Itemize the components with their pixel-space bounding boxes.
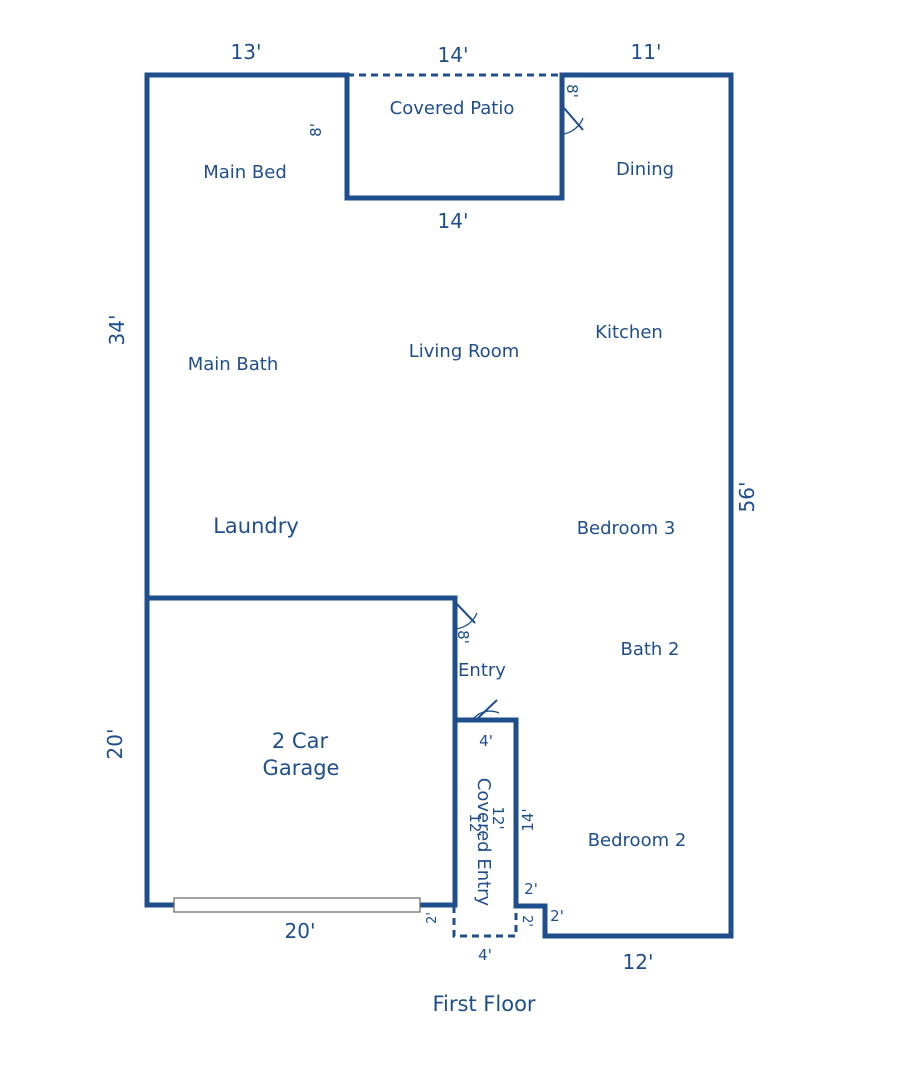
room-label-dining: Dining — [616, 159, 674, 180]
dimension-top-left: 13' — [231, 40, 262, 64]
dimension-entry-side: 8' — [454, 630, 472, 644]
dimension-porch-bottom: 4' — [478, 946, 492, 964]
covered-entry-porch — [452, 906, 518, 938]
patio-wall — [344, 72, 565, 201]
dimension-top-right: 11' — [631, 40, 662, 64]
room-label-bedroom-2: Bedroom 2 — [588, 830, 687, 851]
dimension-covered-entry-right: 14' — [519, 808, 537, 831]
dimension-entry-top: 4' — [479, 732, 493, 750]
dimension-step-vertical: 2' — [524, 880, 538, 898]
dimension-porch-right: 2' — [519, 915, 534, 927]
room-label-covered-entry: Covered Entry — [473, 778, 494, 907]
dimension-garage-bottom: 20' — [285, 919, 316, 943]
room-label-main-bath: Main Bath — [188, 354, 279, 375]
dimension-covered-entry-left: 12' — [466, 813, 484, 836]
room-label-garage-line1: 2 Car — [272, 729, 329, 753]
dimension-patio-depth-right: 8' — [563, 84, 581, 98]
patio-door-icon — [563, 107, 584, 135]
dimension-porch-left: 2' — [425, 912, 440, 924]
plan-caption: First Floor — [432, 992, 535, 1016]
garage-door — [173, 897, 421, 913]
garage-entry-door-icon — [454, 601, 478, 630]
dimension-bottom-right: 12' — [623, 950, 654, 974]
room-label-living-room: Living Room — [409, 341, 520, 362]
dimension-patio-bottom: 14' — [438, 209, 469, 233]
front-door-icon — [473, 699, 500, 719]
room-label-main-bed: Main Bed — [203, 162, 287, 183]
room-label-laundry: Laundry — [213, 514, 299, 538]
room-label-covered-patio: Covered Patio — [390, 98, 515, 119]
dimension-top-patio: 14' — [438, 43, 469, 67]
dimension-step-horizontal: 2' — [550, 907, 564, 925]
dimension-right-side: 56' — [735, 482, 759, 513]
dimension-left-house: 34' — [105, 315, 129, 346]
dimension-patio-depth-left: 8' — [307, 123, 325, 137]
room-label-bedroom-3: Bedroom 3 — [577, 518, 676, 539]
room-label-entry: Entry — [458, 660, 506, 681]
room-label-bath-2: Bath 2 — [620, 639, 679, 660]
room-label-garage-line2: Garage — [263, 756, 340, 780]
dimension-covered-entry-inner: 12' — [489, 806, 507, 829]
dimension-left-garage: 20' — [103, 729, 127, 760]
exterior-wall-right — [144, 72, 734, 939]
room-label-kitchen: Kitchen — [595, 322, 663, 343]
